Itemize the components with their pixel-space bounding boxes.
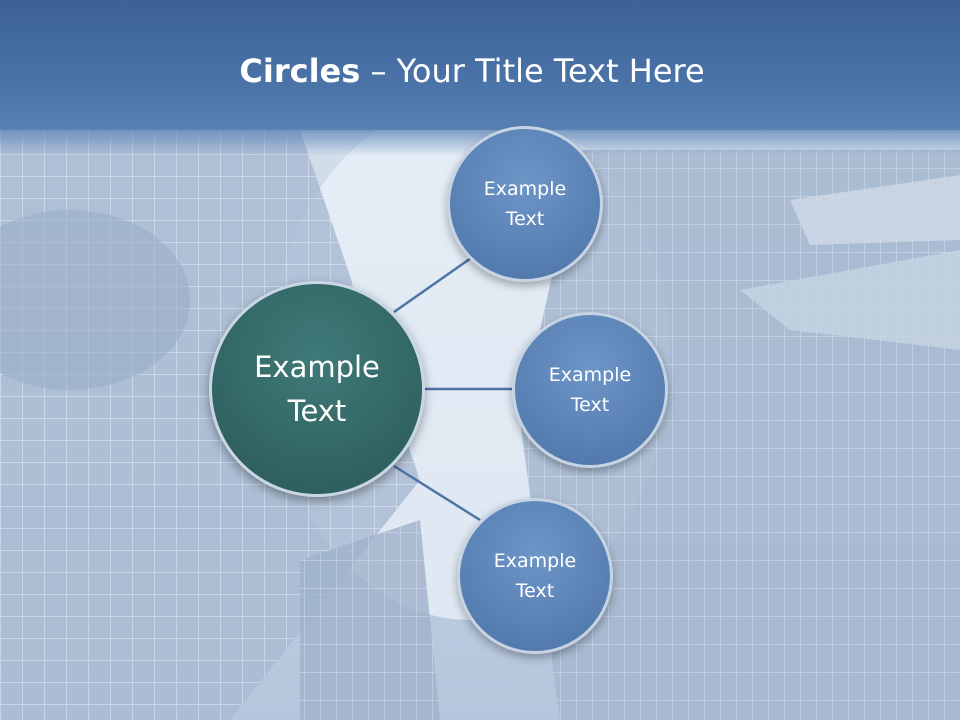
satellite-circle-2[interactable]: Example Text bbox=[512, 312, 668, 468]
satellite-label-1: Example Text bbox=[483, 178, 567, 230]
hub-label: Example Text bbox=[254, 350, 380, 428]
satellite-label-3: Example Text bbox=[493, 550, 577, 602]
satellite-circle-1[interactable]: Example Text bbox=[447, 126, 603, 282]
connector-to-satellite-1 bbox=[393, 254, 475, 314]
title-bar bbox=[0, 0, 960, 130]
hub-circle[interactable]: Example Text bbox=[209, 281, 425, 497]
connector-to-satellite-3 bbox=[393, 464, 481, 522]
slide-title[interactable]: Circles – Your Title Text Here bbox=[0, 52, 944, 90]
satellite-circle-3[interactable]: Example Text bbox=[457, 498, 613, 654]
title-rest: – Your Title Text Here bbox=[360, 52, 705, 90]
satellite-label-2: Example Text bbox=[548, 364, 632, 416]
title-bold: Circles bbox=[239, 52, 361, 90]
